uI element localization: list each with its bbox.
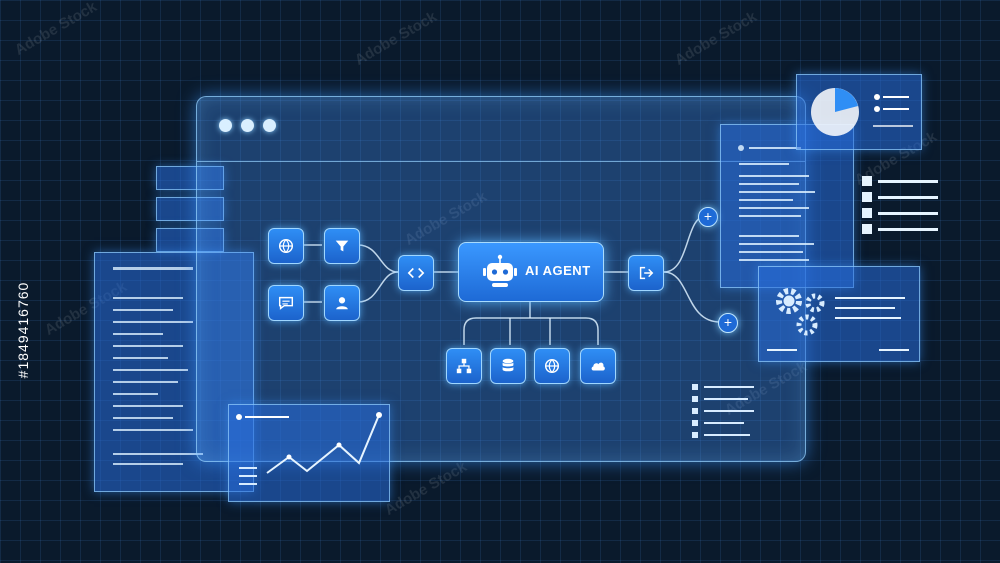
robot-icon <box>483 254 517 287</box>
line-chart <box>236 412 382 485</box>
filter-node[interactable] <box>324 228 360 264</box>
chat-icon <box>278 296 294 310</box>
add-branch-button[interactable]: + <box>718 313 738 333</box>
window-dot[interactable] <box>241 119 254 132</box>
code-panel <box>94 252 254 492</box>
settings-panel <box>758 266 920 362</box>
add-branch-button[interactable]: + <box>698 207 718 227</box>
ai-agent-node[interactable]: AI AGENT <box>458 242 604 302</box>
globe-icon <box>544 358 560 374</box>
document-lines <box>738 145 815 261</box>
user-node[interactable] <box>324 285 360 321</box>
cloud-node[interactable] <box>580 348 616 384</box>
output-node[interactable] <box>628 255 664 291</box>
line-chart-panel <box>228 404 390 502</box>
window-dot[interactable] <box>219 119 232 132</box>
side-tab <box>156 197 224 221</box>
globe-node[interactable] <box>268 228 304 264</box>
code-icon <box>407 267 425 279</box>
gear-icon <box>776 288 825 336</box>
code-node[interactable] <box>398 255 434 291</box>
ai-agent-label: AI AGENT <box>525 263 591 278</box>
logout-icon <box>639 266 654 280</box>
window-titlebar <box>197 97 805 162</box>
database-node[interactable] <box>490 348 526 384</box>
text-list <box>692 384 754 438</box>
globe-icon <box>278 238 294 254</box>
pie-chart-panel <box>796 74 922 150</box>
database-icon <box>502 358 514 372</box>
pie-chart-icon <box>811 88 913 136</box>
settings-content <box>767 288 909 351</box>
hierarchy-icon <box>456 358 472 374</box>
chat-node[interactable] <box>268 285 304 321</box>
web-node[interactable] <box>534 348 570 384</box>
checklist <box>862 176 938 234</box>
hierarchy-node[interactable] <box>446 348 482 384</box>
window-dot[interactable] <box>263 119 276 132</box>
side-tab <box>156 228 224 252</box>
side-tab <box>156 166 224 190</box>
cloud-icon <box>591 362 605 371</box>
filter-icon <box>335 240 349 252</box>
user-icon <box>336 297 348 310</box>
code-lines <box>113 267 203 465</box>
